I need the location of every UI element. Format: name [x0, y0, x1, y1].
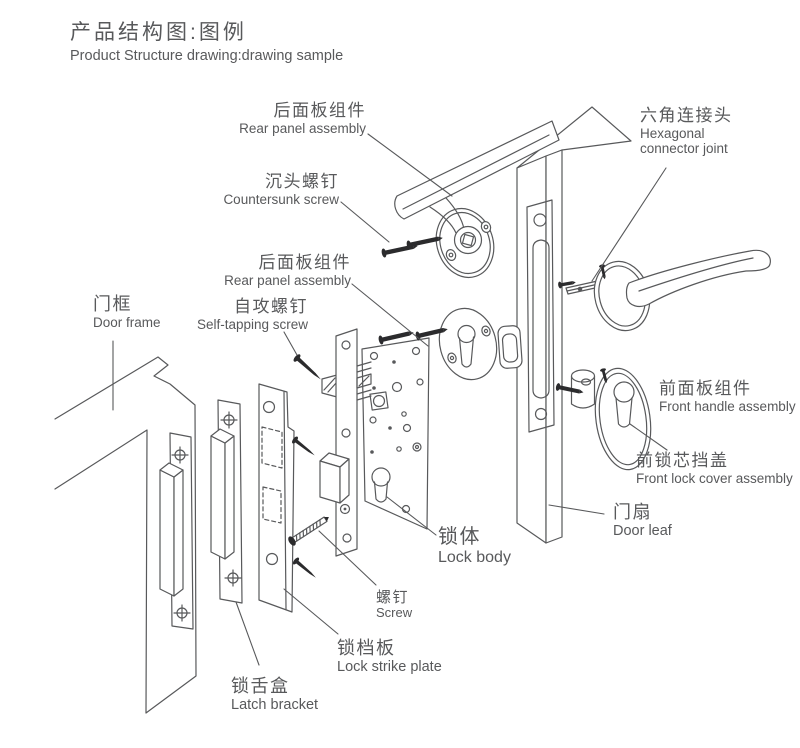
label-zh: 门扇	[613, 502, 652, 522]
label-zh: 自攻螺钉	[234, 297, 308, 316]
label-zh: 后面板组件	[273, 101, 366, 120]
label-en: Screw	[376, 605, 413, 621]
label-lock-body: 锁体 Lock body	[438, 526, 511, 567]
small-pins-drawing	[555, 264, 608, 394]
label-countersunk-screw: 沉头螺钉 Countersunk screw	[223, 172, 339, 207]
rear-handle-assembly-drawing	[394, 120, 560, 278]
label-zh: 锁舌盒	[231, 676, 290, 696]
label-en: Rear panel assembly	[224, 272, 351, 288]
label-door-leaf: 门扇 Door leaf	[613, 502, 672, 539]
self-tapping-screws-drawing	[291, 354, 321, 578]
label-zh: 锁体	[438, 526, 481, 548]
label-en: Latch bracket	[231, 696, 319, 713]
door-leaf-drawing	[516, 106, 632, 544]
label-rear-panel-assembly-2: 后面板组件 Rear panel assembly	[224, 253, 351, 288]
page-title: 产品结构图:图例 Product Structure drawing:drawi…	[70, 16, 343, 64]
countersunk-screws-drawing	[378, 236, 448, 345]
lock-cylinder-rear-drawing	[497, 325, 523, 369]
label-en: Rear panel assembly	[239, 120, 366, 136]
label-en: Door leaf	[613, 522, 672, 539]
door-frame-drawing	[54, 356, 197, 714]
rear-escutcheon-drawing	[438, 307, 498, 381]
label-zh: 螺钉	[376, 589, 410, 606]
page-title-en: Product Structure drawing:drawing sample	[70, 48, 344, 64]
label-front-handle-assembly: 前面板组件 Front handle assembly	[659, 379, 796, 414]
label-zh: 沉头螺钉	[265, 172, 339, 191]
label-zh: 六角连接头	[640, 106, 733, 125]
label-rear-panel-assembly-1: 后面板组件 Rear panel assembly	[239, 101, 366, 136]
label-self-tapping-screw: 自攻螺钉 Self-tapping screw	[197, 297, 308, 332]
label-zh: 前面板组件	[659, 379, 752, 398]
label-en: Door frame	[93, 314, 161, 330]
label-en: Self-tapping screw	[196, 316, 308, 332]
page-title-zh: 产品结构图:图例	[70, 21, 247, 44]
thread-screw-drawing	[288, 516, 329, 546]
label-zh: 前锁芯挡盖	[636, 451, 729, 470]
label-front-lock-cover-assembly: 前锁芯挡盖 Front lock cover assembly	[636, 451, 793, 486]
label-en: Lock body	[438, 549, 511, 566]
front-escutcheon-drawing	[594, 367, 652, 471]
lock-body-drawing	[319, 328, 430, 557]
label-lock-strike-plate: 锁档板 Lock strike plate	[337, 638, 442, 675]
label-en: Front lock cover assembly	[636, 470, 793, 486]
label-zh: 锁档板	[337, 638, 396, 658]
label-hexagonal-connector-joint: 六角连接头 Hexagonal connector joint	[640, 106, 752, 157]
label-latch-bracket: 锁舌盒 Latch bracket	[231, 676, 318, 713]
lock-strike-plate-drawing	[258, 383, 295, 613]
front-cylinder-drawing	[570, 369, 596, 409]
label-zh: 后面板组件	[258, 253, 351, 272]
label-screw: 螺钉 Screw	[376, 589, 412, 621]
latch-bracket-a-drawing	[159, 432, 194, 630]
label-zh: 门框	[93, 294, 132, 314]
front-handle-assembly-drawing	[593, 249, 771, 332]
label-en: Countersunk screw	[223, 191, 339, 207]
label-en: Front handle assembly	[659, 398, 796, 414]
label-en: Hexagonal connector joint	[640, 125, 728, 157]
latch-bracket-b-drawing	[210, 399, 243, 604]
label-door-frame: 门框 Door frame	[93, 294, 161, 330]
leader-lines	[112, 133, 668, 666]
label-en: Lock strike plate	[337, 658, 442, 675]
